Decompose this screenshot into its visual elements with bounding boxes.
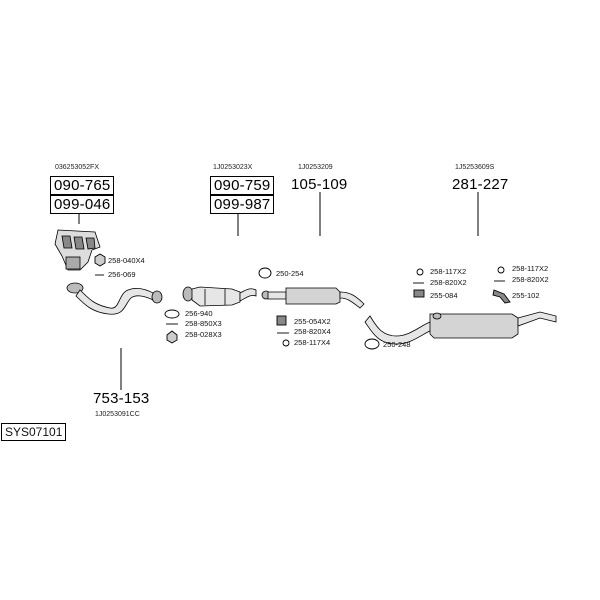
washer-icon bbox=[282, 339, 290, 347]
clamp-icon bbox=[364, 338, 380, 350]
reference-number: 1J0253209 bbox=[298, 164, 333, 171]
middle-silencer-icon bbox=[261, 287, 365, 309]
part-number-box: 099-046 bbox=[50, 195, 115, 214]
gasket-icon bbox=[164, 309, 180, 319]
part-number: 281-227 bbox=[452, 176, 509, 193]
accessory-label: 258-820X4 bbox=[294, 327, 331, 336]
front-pipe-icon bbox=[66, 282, 163, 315]
manifold-icon bbox=[54, 229, 101, 271]
reference-number: 1J0253023X bbox=[213, 164, 253, 171]
reference-number: 1J0253091CC bbox=[95, 411, 140, 418]
accessory-label: 258-820X2 bbox=[512, 275, 549, 284]
leader-lines bbox=[78, 192, 479, 390]
bracket-icon bbox=[492, 289, 511, 304]
part-number-box: 090-759 bbox=[210, 176, 275, 195]
accessory-label: 256-940 bbox=[185, 309, 213, 318]
accessory-label: 250-254 bbox=[276, 269, 304, 278]
accessory-label: 255-054X2 bbox=[294, 317, 331, 326]
reference-number: 1J5253609S bbox=[455, 164, 495, 171]
catalyst-icon bbox=[182, 286, 257, 307]
accessory-label: 258-117X4 bbox=[294, 338, 331, 347]
part-number: 753-153 bbox=[93, 390, 150, 407]
reference-number: 036253052FX bbox=[55, 164, 99, 171]
bracket-icon bbox=[276, 315, 287, 326]
accessory-label: 258-040X4 bbox=[108, 256, 145, 265]
accessory-label: 258-028X3 bbox=[185, 330, 222, 339]
nut-icon bbox=[166, 330, 178, 344]
accessory-label: 258-117X2 bbox=[512, 264, 549, 273]
accessory-label: 258-820X2 bbox=[430, 278, 467, 287]
accessory-label: 258-850X3 bbox=[185, 319, 222, 328]
washer-icon bbox=[416, 268, 424, 276]
accessory-label: 258-117X2 bbox=[430, 267, 467, 276]
accessory-label: 256-069 bbox=[108, 270, 136, 279]
part-number: 105-109 bbox=[291, 176, 348, 193]
accessory-label: 250-248 bbox=[383, 340, 411, 349]
part-number-box: 090-765 bbox=[50, 176, 115, 195]
clamp-icon bbox=[258, 267, 272, 279]
bracket-icon bbox=[413, 289, 425, 298]
nut-icon bbox=[94, 253, 106, 267]
washer-icon bbox=[497, 266, 505, 274]
system-code-label: SYS07101 bbox=[1, 423, 67, 441]
part-number-box: 099-987 bbox=[210, 195, 275, 214]
accessory-label: 255-102 bbox=[512, 291, 540, 300]
rear-silencer-icon bbox=[364, 311, 557, 345]
accessory-label: 255-084 bbox=[430, 291, 458, 300]
